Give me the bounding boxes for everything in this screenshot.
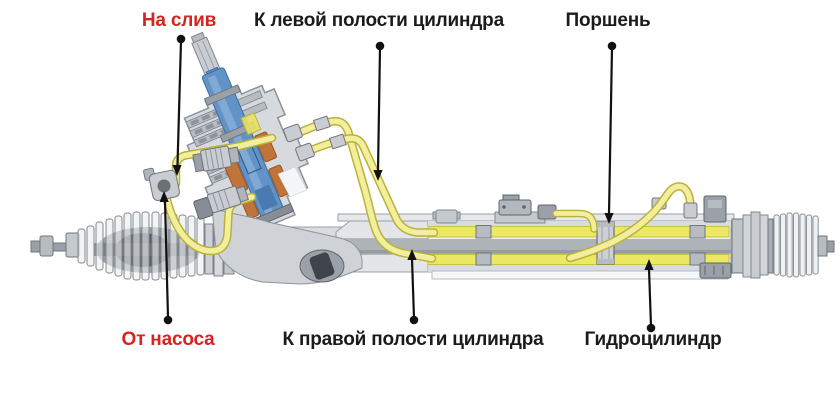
cylinder-top-valve-block <box>494 194 557 224</box>
drain-union <box>192 145 241 173</box>
label-k-levoy-polosti: К левой полости цилиндра <box>254 10 504 31</box>
label-ot-nasosa: От насоса <box>121 329 215 350</box>
label-k-pravoy-polosti: К правой полости цилиндра <box>282 329 544 350</box>
valve-port-fitting-upper <box>283 123 303 143</box>
bellows-right <box>773 212 819 278</box>
tie-rod-right <box>817 235 835 257</box>
end-loop-line <box>565 182 695 263</box>
supply-union <box>193 185 249 220</box>
label-na-sliv: На слив <box>141 10 217 31</box>
cylinder-end-cap <box>731 211 774 279</box>
tie-rod-left <box>30 232 80 258</box>
arrow-k-levoy <box>373 41 385 181</box>
pipe-clamp-bracket <box>432 209 461 224</box>
pipe-nut <box>328 133 347 150</box>
arrow-gidrocilindr <box>644 259 656 333</box>
pinion-shaft-highlight <box>277 166 308 198</box>
arrow-na-sliv <box>172 34 186 176</box>
cylinder-ring-fittings <box>475 225 706 266</box>
arrow-porshen <box>604 41 617 224</box>
arrow-ot-nasosa <box>159 191 173 325</box>
label-gidrocilindr: Гидроцилиндр <box>584 329 722 350</box>
label-porshen: Поршень <box>565 10 651 31</box>
pipe-nut <box>312 115 331 132</box>
end-port-fittings <box>683 195 732 279</box>
upper-fluid-channel <box>427 226 730 238</box>
pump-supply-fitting <box>143 167 180 201</box>
callout-arrows <box>159 34 656 333</box>
valve-port-fitting-lower <box>295 142 315 162</box>
top-block-pipe <box>552 209 598 233</box>
spool-nut <box>203 84 242 107</box>
pinion-housing <box>211 166 363 285</box>
pinion-bolt <box>309 252 335 280</box>
valve-fluid-pocket <box>240 112 262 136</box>
cylinder-lower-lip <box>431 270 729 280</box>
arrow-k-pravoy <box>407 249 419 325</box>
left-chamber-line <box>297 134 439 237</box>
